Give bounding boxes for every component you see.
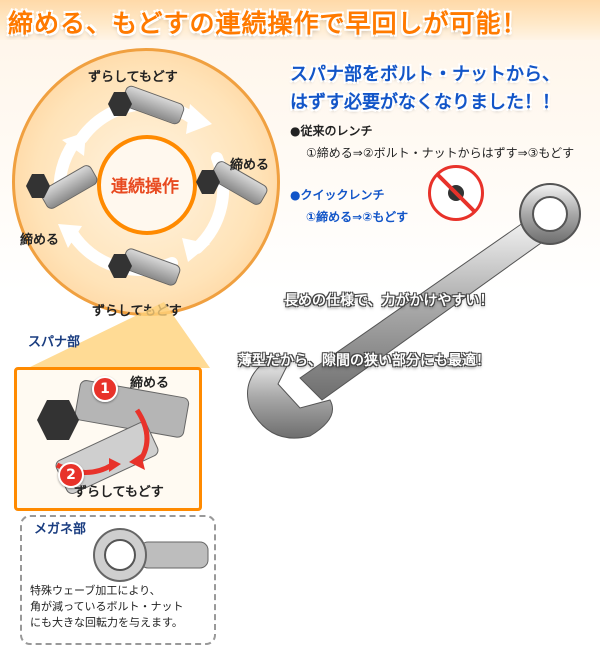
spanner-title: スパナ部 xyxy=(28,335,81,350)
conventional-steps: ①締める⇒②ボルト・ナットからはずす⇒③もどす xyxy=(306,146,575,160)
quick-label: ●クイックレンチ xyxy=(290,188,385,202)
step2-badge: 2 xyxy=(58,462,84,488)
combination-wrench-image xyxy=(247,183,581,439)
spanner-step1-label: 締める xyxy=(130,376,170,391)
cycle-label-right: 締める xyxy=(230,158,270,173)
feature-line2: 薄型だから、隙間の狭い部分にも最適！ xyxy=(238,353,490,369)
spanner-step2-label: ずらしてもどす xyxy=(74,485,164,500)
megane-desc-line2: 角が減っているボルト・ナット xyxy=(30,600,184,613)
step1-badge: 1 xyxy=(92,376,118,402)
center-ring xyxy=(97,135,197,235)
cycle-label-top: ずらしてもどす xyxy=(88,70,178,85)
megane-title: メガネ部 xyxy=(34,522,87,537)
megane-illustration xyxy=(93,528,209,582)
quick-steps: ①締める⇒②もどす xyxy=(306,210,409,224)
headline-title: 締める、もどすの連続操作で早回しが可能！ xyxy=(8,9,528,38)
prohibit-icon xyxy=(428,165,484,221)
megane-desc-line3: にも大きな回転力を与えます。 xyxy=(30,616,183,629)
megane-desc-line1: 特殊ウェーブ加工により、 xyxy=(30,584,161,597)
cycle-label-left: 締める xyxy=(20,233,60,248)
intro-line1: スパナ部をボルト・ナットから、 xyxy=(290,64,560,85)
feature-line1: 長めの仕様で、力がかけやすい！ xyxy=(284,293,494,309)
headline-band xyxy=(0,0,600,40)
intro-line2: はずす必要がなくなりました！！ xyxy=(290,92,560,113)
cycle-center-label: 連続操作 xyxy=(111,177,179,197)
callout-pointer xyxy=(28,302,210,368)
megane-description: 特殊ウェーブ加工により、 角が減っているボルト・ナット にも大きな回転力を与えま… xyxy=(30,583,183,631)
conventional-label: ●従来のレンチ xyxy=(290,124,373,138)
